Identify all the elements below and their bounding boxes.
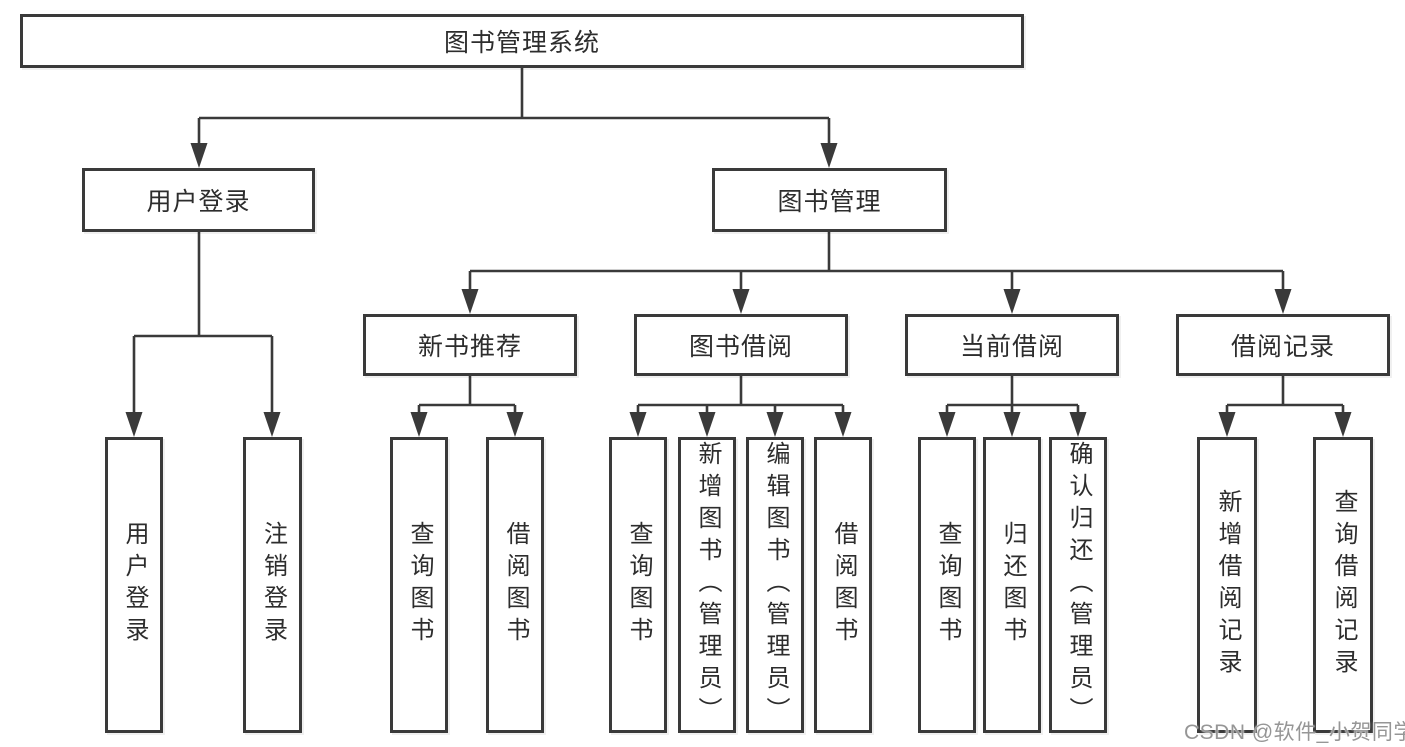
node-borrow-records: 借阅记录 bbox=[1176, 314, 1390, 376]
node-borrow-records-label: 借阅记录 bbox=[1230, 333, 1335, 361]
node-book-management: 图书管理 bbox=[712, 168, 947, 232]
node-current-borrowing: 当前借阅 bbox=[905, 314, 1119, 376]
node-user-login-label: 用户登录 bbox=[146, 188, 251, 216]
connector-user-login-branch bbox=[125, 232, 281, 437]
leaf-current-return: 归还图书 bbox=[983, 437, 1041, 733]
node-book-borrowing-label: 图书借阅 bbox=[688, 333, 793, 361]
leaf-new-books-borrow-label: 借阅图书 bbox=[502, 521, 529, 649]
connector-new-books-branch bbox=[410, 376, 524, 437]
leaf-logout: 注销登录 bbox=[243, 437, 302, 733]
leaf-current-confirm-admin-label: 确认归还（管理员） bbox=[1065, 441, 1092, 729]
node-new-books: 新书推荐 bbox=[363, 314, 577, 376]
leaf-borrow-query-label: 查询图书 bbox=[625, 521, 652, 649]
node-book-management-label: 图书管理 bbox=[777, 188, 882, 216]
connector-current-borrow-branch bbox=[938, 376, 1087, 437]
connector-borrow-records-branch bbox=[1218, 376, 1352, 437]
leaf-current-query-label: 查询图书 bbox=[934, 521, 961, 649]
connector-book-mgmt-to-level3 bbox=[461, 232, 1292, 314]
leaf-records-query-label: 查询借阅记录 bbox=[1330, 489, 1357, 681]
node-new-books-label: 新书推荐 bbox=[417, 333, 522, 361]
leaf-user-login-label: 用户登录 bbox=[121, 521, 148, 649]
connector-root-to-level2 bbox=[190, 68, 838, 168]
leaf-current-query: 查询图书 bbox=[918, 437, 976, 733]
leaf-new-books-query: 查询图书 bbox=[390, 437, 448, 733]
leaf-logout-label: 注销登录 bbox=[259, 521, 287, 649]
leaf-current-return-label: 归还图书 bbox=[999, 521, 1026, 649]
node-user-login: 用户登录 bbox=[82, 168, 315, 232]
leaf-borrow-edit-admin-label: 编辑图书（管理员） bbox=[762, 441, 789, 729]
leaf-borrow-borrow-label: 借阅图书 bbox=[830, 521, 857, 649]
leaf-new-books-query-label: 查询图书 bbox=[406, 521, 433, 649]
leaf-records-query: 查询借阅记录 bbox=[1313, 437, 1373, 733]
node-root: 图书管理系统 bbox=[20, 14, 1024, 68]
leaf-borrow-add-admin: 新增图书（管理员） bbox=[678, 437, 736, 733]
csdn-watermark: CSDN @软件_小贺同学 bbox=[1184, 721, 1405, 744]
leaf-records-add-label: 新增借阅记录 bbox=[1214, 489, 1241, 681]
leaf-new-books-borrow: 借阅图书 bbox=[486, 437, 544, 733]
leaf-current-confirm-admin: 确认归还（管理员） bbox=[1049, 437, 1107, 733]
leaf-records-add: 新增借阅记录 bbox=[1197, 437, 1257, 733]
node-book-borrowing: 图书借阅 bbox=[634, 314, 848, 376]
leaf-borrow-query: 查询图书 bbox=[609, 437, 667, 733]
leaf-borrow-edit-admin: 编辑图书（管理员） bbox=[746, 437, 804, 733]
node-root-label: 图书管理系统 bbox=[443, 29, 600, 57]
leaf-borrow-borrow: 借阅图书 bbox=[814, 437, 872, 733]
node-current-borrowing-label: 当前借阅 bbox=[959, 333, 1064, 361]
connector-book-borrow-branch bbox=[629, 376, 852, 437]
leaf-borrow-add-admin-label: 新增图书（管理员） bbox=[694, 441, 721, 729]
leaf-user-login: 用户登录 bbox=[105, 437, 163, 733]
